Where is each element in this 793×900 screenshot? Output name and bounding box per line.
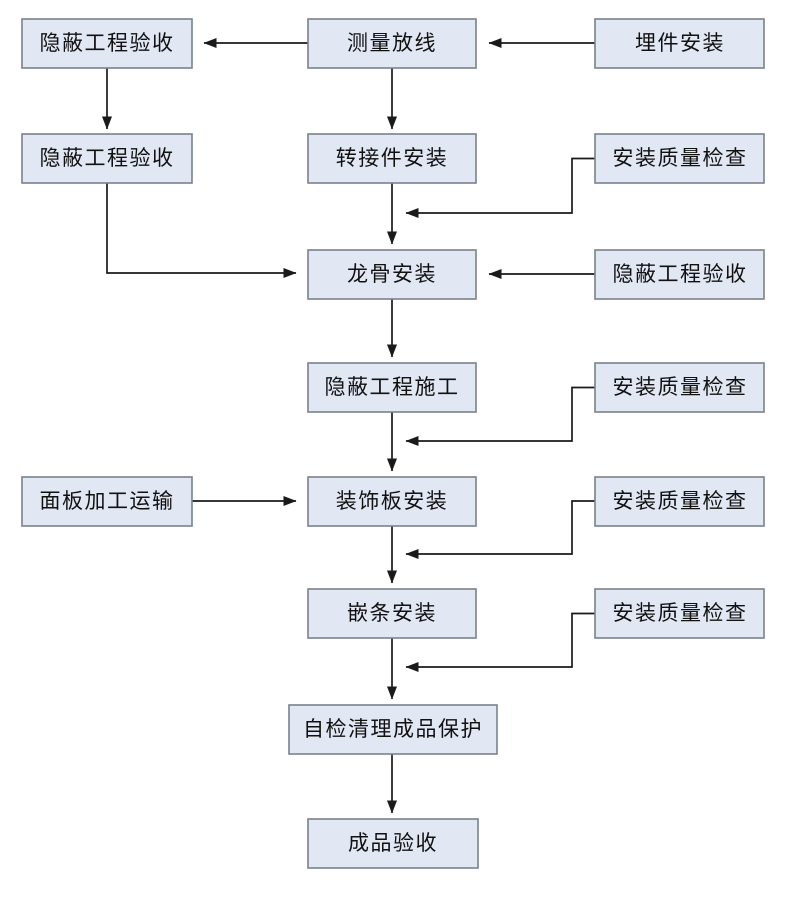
node-label: 隐蔽工程验收: [613, 263, 748, 286]
connector-quality-check-3: [405, 500, 595, 559]
node-label: 安装质量检查: [613, 602, 748, 625]
node-label: 埋件安装: [635, 32, 725, 55]
node-quality-check-3: 安装质量检查: [594, 476, 765, 527]
node-label: 装饰板安装: [336, 490, 449, 513]
node-panel-processing: 面板加工运输: [21, 476, 193, 527]
node-label: 安装质量检查: [613, 490, 748, 513]
node-hidden-acceptance-2: 隐蔽工程验收: [21, 133, 193, 184]
node-label: 嵌条安装: [347, 602, 437, 625]
node-label: 面板加工运输: [40, 490, 175, 513]
node-quality-check-2: 安装质量检查: [594, 362, 765, 413]
node-hidden-acceptance-3: 隐蔽工程验收: [594, 249, 765, 300]
node-label: 隐蔽工程验收: [40, 32, 175, 55]
node-label: 测量放线: [347, 32, 437, 55]
node-final-acceptance: 成品验收: [307, 818, 479, 869]
node-survey-layout: 测量放线: [307, 18, 477, 69]
node-label: 龙骨安装: [347, 263, 437, 286]
node-hidden-acceptance-1: 隐蔽工程验收: [21, 18, 193, 69]
node-decor-panel-install: 装饰板安装: [307, 476, 477, 527]
node-label: 安装质量检查: [613, 376, 748, 399]
node-label: 自检清理成品保护: [303, 718, 483, 741]
connector-quality-check-2: [405, 386, 595, 446]
connector-quality-check-4: [405, 612, 595, 672]
node-label: 隐蔽工程施工: [325, 376, 460, 399]
node-quality-check-1: 安装质量检查: [594, 133, 765, 184]
connector-hidden-acceptance-2-to-keel: [106, 183, 297, 278]
node-label: 隐蔽工程验收: [40, 147, 175, 170]
node-quality-check-4: 安装质量检查: [594, 588, 765, 639]
node-label: 安装质量检查: [613, 147, 748, 170]
node-label: 成品验收: [348, 832, 438, 855]
node-hidden-construction: 隐蔽工程施工: [307, 362, 477, 413]
node-keel-install: 龙骨安装: [307, 249, 477, 300]
node-inlay-strip-install: 嵌条安装: [307, 588, 477, 639]
connector-quality-check-1: [405, 157, 595, 218]
node-adapter-install: 转接件安装: [307, 133, 477, 184]
node-self-check-protection: 自检清理成品保护: [288, 704, 498, 755]
node-label: 转接件安装: [336, 147, 449, 170]
node-embedded-install: 埋件安装: [594, 18, 765, 69]
